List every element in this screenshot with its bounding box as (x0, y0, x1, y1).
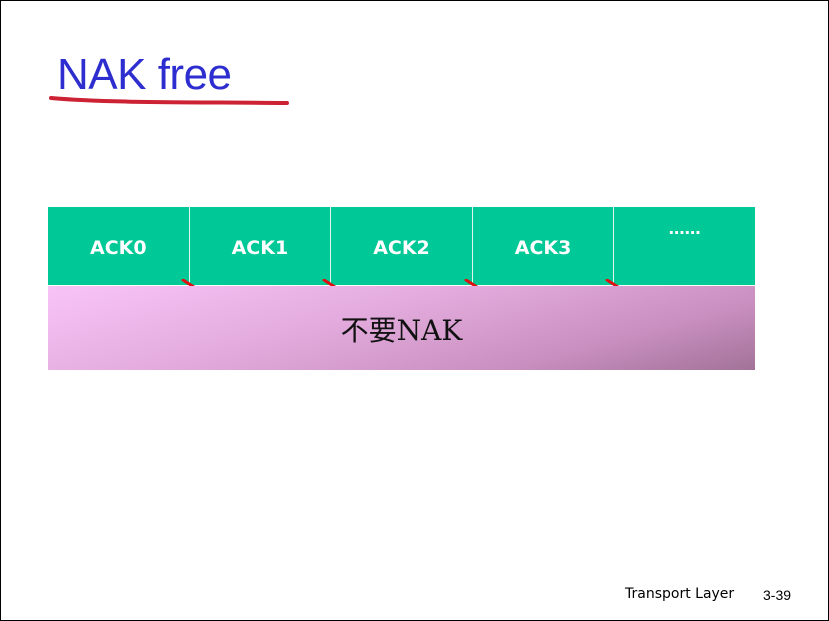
red-tick-mark (605, 279, 620, 289)
footer-label: Transport Layer (625, 586, 735, 602)
ack-cell-1: ACK1 (190, 207, 337, 289)
ack-label: ACK0 (90, 237, 147, 259)
ack-label: ACK1 (231, 237, 289, 259)
ellipsis-label: …… (668, 219, 701, 238)
ack-cell-2: ACK2 (331, 207, 479, 289)
nak-text: 不要NAK (340, 314, 463, 347)
slide-title: NAK free (57, 50, 232, 99)
title-underline-decoration (49, 96, 289, 105)
red-tick-mark (322, 279, 337, 289)
red-tick-mark (181, 279, 196, 289)
ack-row: ACK0 ACK1 ACK2 ACK3 …… (48, 207, 755, 289)
page-number: 3-39 (763, 587, 792, 603)
ack-cell-0: ACK0 (48, 207, 196, 289)
ack-cell-3: ACK3 (473, 207, 620, 289)
ack-cell-more: …… (614, 207, 755, 285)
ack-label: ACK2 (373, 237, 430, 259)
ack-label: ACK3 (514, 237, 572, 259)
nak-bar: 不要NAK (48, 286, 755, 370)
red-tick-mark (464, 279, 479, 289)
